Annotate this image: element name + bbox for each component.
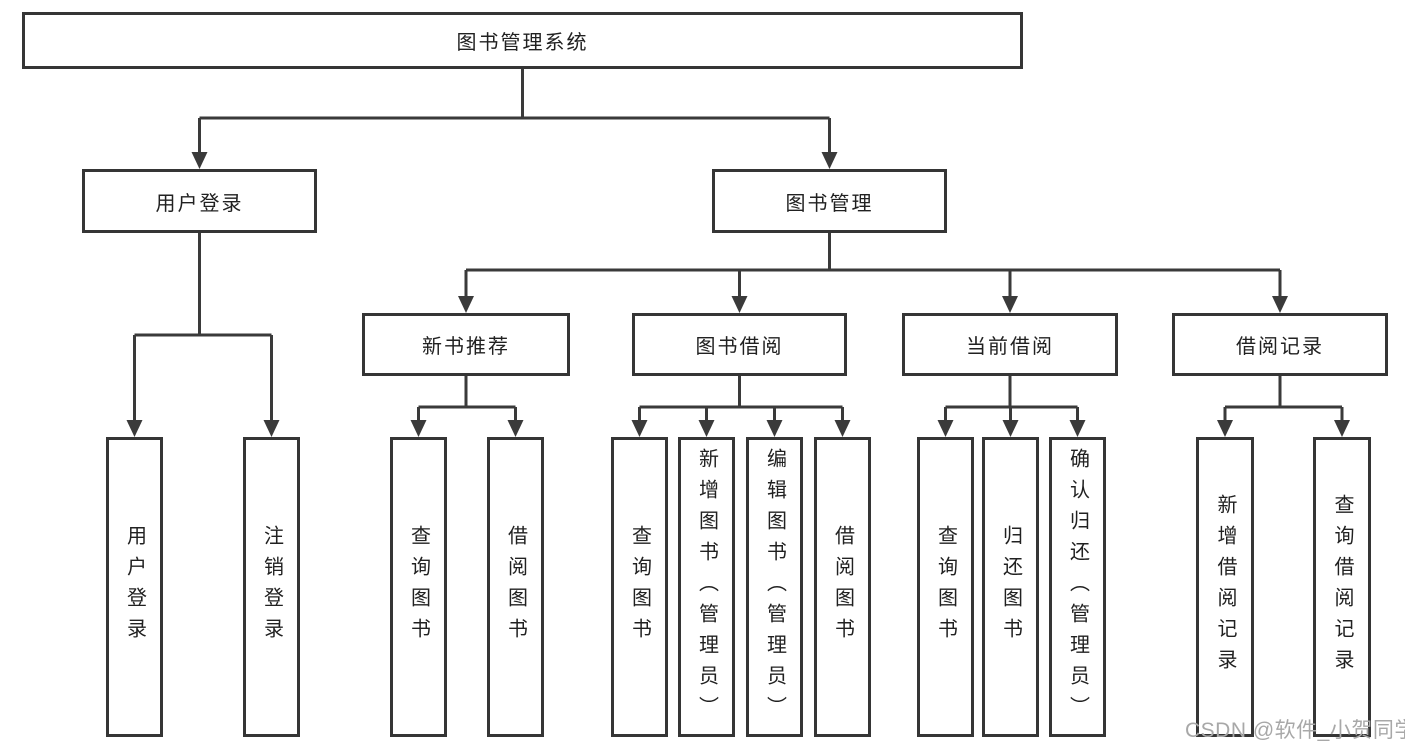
- node-label: 查询图书: [934, 525, 957, 649]
- node-label: 图书管理: [785, 192, 874, 215]
- leaf-user-login: 用户登录: [106, 437, 163, 737]
- leaf-add-borrow-record: 新增借阅记录: [1196, 437, 1254, 737]
- node-label: 新增图书（管理员）: [695, 447, 718, 727]
- node-label: 确认归还（管理员）: [1066, 447, 1089, 727]
- connector-root-to-level2: [198, 69, 831, 153]
- node-book-borrow: 图书借阅: [632, 313, 847, 376]
- node-new-book-recommend: 新书推荐: [362, 313, 570, 376]
- node-label: 新增借阅记录: [1214, 494, 1236, 680]
- leaf-logout: 注销登录: [243, 437, 300, 737]
- node-book-management: 图书管理: [712, 169, 947, 233]
- connector-book-borrow-branch: [638, 376, 844, 421]
- leaf-confirm-return-admin: 确认归还（管理员）: [1049, 437, 1106, 737]
- connector-user-login-branch: [133, 233, 273, 421]
- leaf-query-books-current: 查询图书: [917, 437, 974, 737]
- connector-new-book-branch: [417, 376, 517, 421]
- node-label: 借阅图书: [831, 525, 854, 649]
- node-label: 图书借阅: [695, 336, 784, 358]
- leaf-query-books-borrow: 查询图书: [611, 437, 668, 737]
- node-label: 图书管理系统: [456, 32, 589, 54]
- node-label: 查询图书: [628, 525, 651, 649]
- leaf-edit-book-admin: 编辑图书（管理员）: [746, 437, 803, 737]
- node-label: 借阅记录: [1236, 336, 1324, 358]
- node-label: 借阅图书: [504, 525, 527, 649]
- node-label: 查询图书: [407, 525, 430, 649]
- node-system-root: 图书管理系统: [22, 12, 1023, 69]
- node-user-login: 用户登录: [82, 169, 317, 233]
- node-label: 归还图书: [999, 525, 1022, 649]
- node-label: 当前借阅: [966, 336, 1054, 358]
- csdn-watermark: CSDN @软件_小贺同学: [1185, 719, 1405, 742]
- connector-current-borrow-branch: [944, 376, 1079, 421]
- node-current-borrow: 当前借阅: [902, 313, 1118, 376]
- leaf-borrow-books: 借阅图书: [814, 437, 871, 737]
- leaf-borrow-books-recommend: 借阅图书: [487, 437, 544, 737]
- connector-book-management-branch: [464, 233, 1282, 297]
- arrowheads: [126, 152, 1350, 437]
- leaf-query-borrow-record: 查询借阅记录: [1313, 437, 1371, 737]
- node-borrow-records: 借阅记录: [1172, 313, 1388, 376]
- node-label: 用户登录: [123, 525, 146, 649]
- node-label: 新书推荐: [422, 336, 510, 358]
- leaf-query-books-recommend: 查询图书: [390, 437, 447, 737]
- node-label: 查询借阅记录: [1331, 494, 1353, 680]
- leaf-add-book-admin: 新增图书（管理员）: [678, 437, 735, 737]
- node-label: 编辑图书（管理员）: [763, 447, 786, 727]
- node-label: 用户登录: [155, 192, 244, 215]
- leaf-return-book: 归还图书: [982, 437, 1039, 737]
- connector-borrow-records-branch: [1223, 376, 1344, 421]
- node-label: 注销登录: [260, 525, 283, 649]
